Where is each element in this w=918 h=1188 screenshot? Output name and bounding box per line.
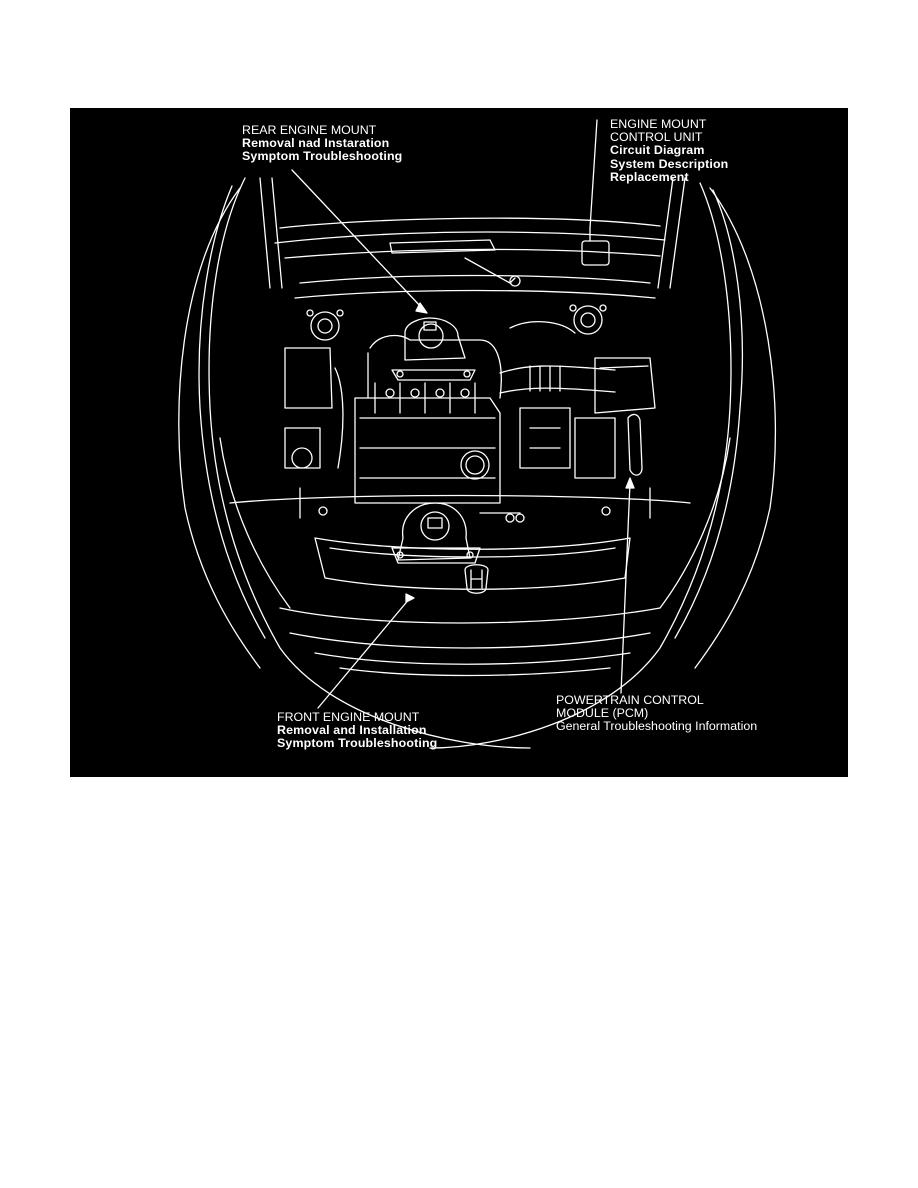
front-engine-mount-link-removal[interactable]: Removal and Installation — [277, 723, 427, 738]
emcu-title-line2: CONTROL UNIT — [610, 130, 703, 145]
pcm-link-general-troubleshooting[interactable]: General Troubleshooting Information — [556, 719, 758, 734]
front-engine-mount-title: FRONT ENGINE MOUNT — [277, 710, 420, 724]
emcu-link-circuit-diagram[interactable]: Circuit Diagram — [610, 143, 705, 158]
engine-compartment-diagram: REAR ENGINE MOUNT Removal nad Instaratio… — [70, 108, 848, 777]
pcm-callout: POWERTRAIN CONTROL MODULE (PCM) General … — [556, 693, 758, 734]
rear-engine-mount-callout: REAR ENGINE MOUNT Removal nad Instaratio… — [242, 123, 403, 164]
rear-engine-mount-link-symptom[interactable]: Symptom Troubleshooting — [242, 149, 403, 164]
front-engine-mount-link-symptom[interactable]: Symptom Troubleshooting — [277, 736, 438, 751]
front-engine-mount-callout: FRONT ENGINE MOUNT Removal and Installat… — [277, 710, 438, 751]
engine-bay-line-drawing — [178, 119, 776, 749]
pcm-title-line2: MODULE (PCM) — [556, 706, 649, 721]
pcm-title-line1: POWERTRAIN CONTROL — [556, 693, 704, 707]
rear-engine-mount-title: REAR ENGINE MOUNT — [242, 123, 377, 137]
emcu-link-system-description[interactable]: System Description — [610, 156, 729, 171]
engine-mount-control-unit-callout: ENGINE MOUNT CONTROL UNIT Circuit Diagra… — [610, 117, 729, 184]
emcu-link-replacement[interactable]: Replacement — [610, 169, 689, 184]
rear-engine-mount-link-removal[interactable]: Removal nad Instaration — [242, 136, 390, 151]
emcu-title-line1: ENGINE MOUNT — [610, 117, 707, 131]
